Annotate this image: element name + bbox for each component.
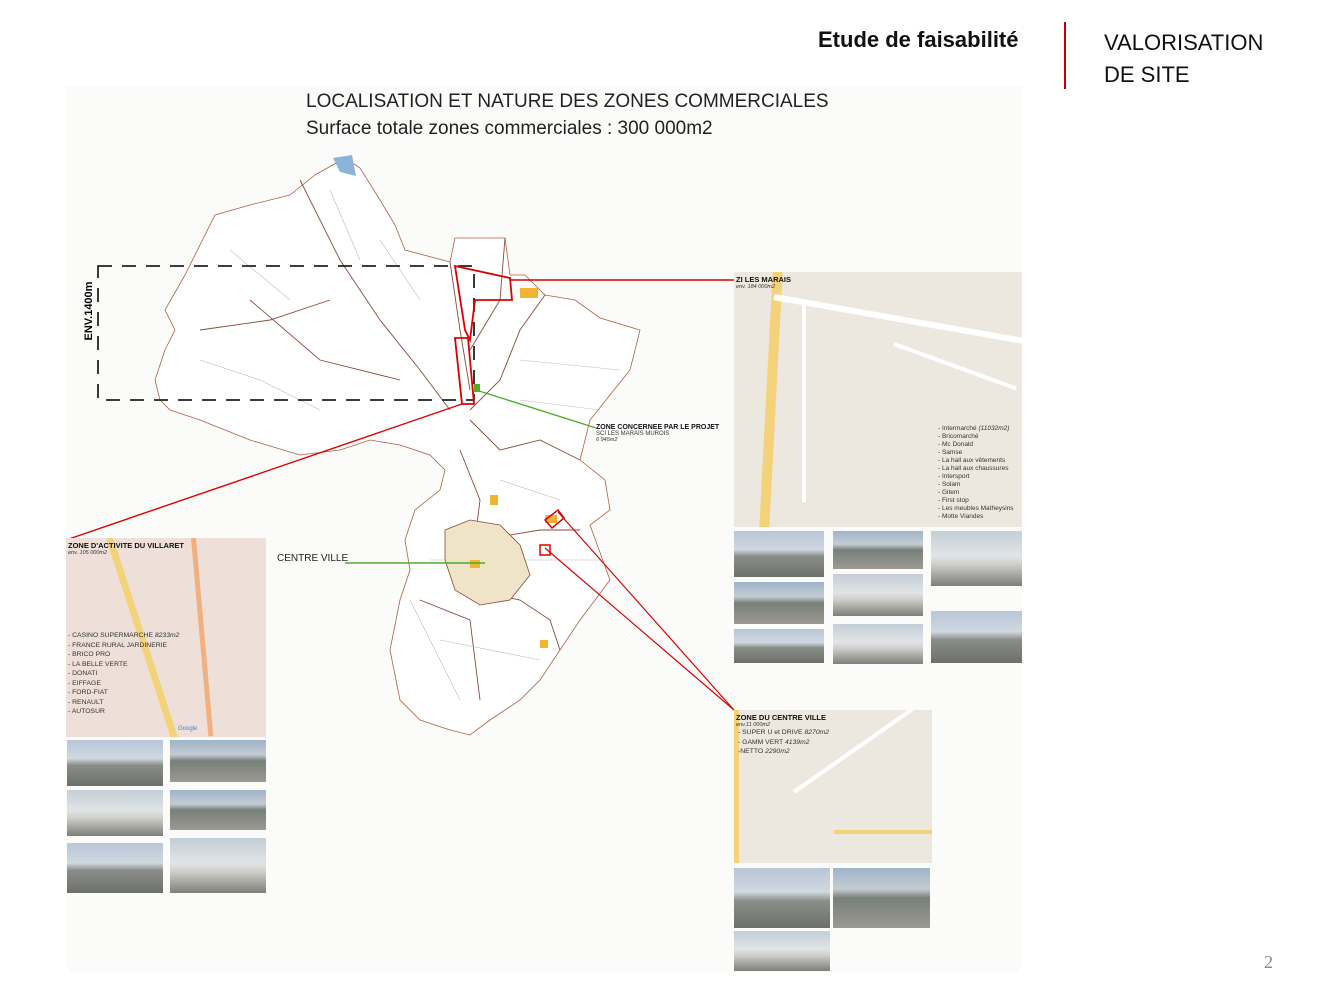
zi-marais-item: - Intersport [938, 473, 970, 480]
map-title: LOCALISATION ET NATURE DES ZONES COMMERC… [306, 91, 829, 112]
villaret-item: - RENAULT [68, 698, 104, 706]
marais-photo [833, 574, 923, 616]
zi-marais-map: ZI LES MARAIS env. 184 000m2 - Intermarc… [734, 272, 1022, 527]
marais-photo [931, 531, 1022, 586]
commercial-zone-marker [545, 515, 557, 523]
marais-photo [931, 611, 1022, 663]
centre-item: - GAMM VERT [738, 738, 784, 746]
intermarche-area: (11032m2) [978, 425, 1010, 432]
villaret-photo [67, 790, 163, 836]
distance-label: ENV.1400m [83, 281, 95, 341]
zi-marais-item: - La hall aux chaussures [938, 465, 1009, 472]
project-zone-owner: SCI LES MARAIS MUROIS [596, 431, 670, 437]
header-title: Etude de faisabilité [818, 27, 1019, 52]
commercial-zone-marker [520, 288, 538, 298]
villaret-list: - CASINO SUPERMARCHE 8233m2 - FRANCE RUR… [68, 631, 179, 717]
villaret-map: ZONE D'ACTIVITE DU VILLARET env. 105 000… [66, 538, 266, 737]
zi-marais-item: - Bricomarché [938, 433, 979, 440]
commune-outline [154, 157, 641, 736]
villaret-item: - EIFFAGE [68, 679, 101, 687]
project-zone-marker [474, 384, 480, 392]
centre-ville-label: CENTRE VILLE [277, 553, 349, 564]
villaret-area: env. 105 000m2 [68, 550, 108, 556]
centre-item-area: 2290m2 [765, 748, 790, 755]
villaret-item: - DONATI [68, 670, 98, 677]
centre-ville-area: env.11 000m2 [736, 722, 771, 728]
leader-line-project [475, 389, 597, 429]
project-zone-area: 6 945m2 [596, 437, 618, 443]
header-subtitle-line2: DE SITE [1104, 62, 1190, 87]
zi-marais-item: - Solam [938, 481, 961, 488]
marais-photo [734, 582, 824, 624]
villaret-item: - FRANCE RURAL JARDINERIE [68, 641, 168, 649]
zi-marais-title: ZI LES MARAIS [736, 275, 792, 284]
project-zone-title: ZONE CONCERNEE PAR LE PROJET [596, 424, 720, 431]
villaret-photo [170, 740, 266, 782]
centre-item: -NETTO [738, 748, 764, 755]
centre-item: - SUPER U et DRIVE [738, 729, 803, 736]
centre-ville-title: ZONE DU CENTRE VILLE [736, 713, 827, 722]
centre-item-area: 8270m2 [804, 729, 830, 736]
zi-marais-item: - Samse [938, 449, 963, 456]
header-subtitle-line1: VALORISATION [1104, 30, 1264, 55]
zi-marais-area: env. 184 000m2 [736, 284, 776, 290]
villaret-photo [67, 843, 163, 893]
zi-marais-item: - La hall aux vêtements [938, 457, 1006, 464]
map-title-block: LOCALISATION ET NATURE DES ZONES COMMERC… [306, 88, 829, 142]
commercial-zone-marker [540, 640, 548, 648]
zi-marais-item: - Les meubles Matheysins [938, 505, 1014, 512]
marais-photo [734, 531, 824, 577]
villaret-item: - CASINO SUPERMARCHE [68, 632, 153, 639]
commercial-zone-marker [490, 495, 498, 505]
leader-line-centre-b [544, 547, 735, 711]
google-logo: Google [178, 726, 198, 732]
villaret-photo [170, 790, 266, 830]
header-divider [1064, 22, 1066, 89]
villaret-photo [170, 838, 266, 893]
centre-photo [833, 868, 930, 928]
zi-marais-item: - Gitem [938, 489, 960, 496]
distance-box [97, 265, 475, 401]
villaret-title: ZONE D'ACTIVITE DU VILLARET [68, 541, 184, 550]
centre-ville-map: ZONE DU CENTRE VILLE env.11 000m2 - SUPE… [734, 710, 932, 863]
centre-photo [734, 868, 830, 928]
page-number: 2 [1264, 952, 1273, 972]
urban-area [444, 519, 531, 606]
centre-photo [734, 931, 830, 971]
casino-area: 8233m2 [154, 632, 180, 639]
villaret-item: - BRICO PRO [68, 651, 111, 658]
villaret-photo [67, 740, 163, 786]
marais-photo [833, 531, 923, 569]
marais-photo [734, 629, 824, 663]
zi-marais-item: - First stop [938, 497, 969, 504]
villaret-item: - AUTOSUR [68, 708, 105, 715]
commercial-zone-marker [470, 560, 480, 568]
zi-marais-item: - Mc Donald [938, 441, 974, 448]
zi-marais-list: - Intermarché (11032m2) - Bricomarché - … [938, 425, 1014, 521]
zi-marais-item: - Motte Viandes [938, 513, 984, 520]
leader-line-centre-a [557, 511, 735, 711]
centre-item-area: 4139m2 [784, 738, 810, 746]
project-zone-callout: ZONE CONCERNEE PAR LE PROJET SCI LES MAR… [596, 424, 719, 443]
villaret-item: - FORD-FIAT [68, 689, 108, 696]
marais-photo [833, 624, 923, 664]
header-subtitle: VALORISATION DE SITE [1104, 27, 1263, 91]
lake [333, 155, 356, 176]
zi-marais-item: - Intermarché [938, 425, 977, 432]
centre-ville-list: - SUPER U et DRIVE 8270m2 - GAMM VERT 41… [738, 728, 829, 757]
zi-marais-outline [453, 264, 513, 405]
map-subtitle: Surface totale zones commerciales : 300 … [306, 118, 713, 139]
leader-line-villaret [65, 403, 463, 541]
villaret-item: - LA BELLE VERTE [68, 660, 128, 668]
